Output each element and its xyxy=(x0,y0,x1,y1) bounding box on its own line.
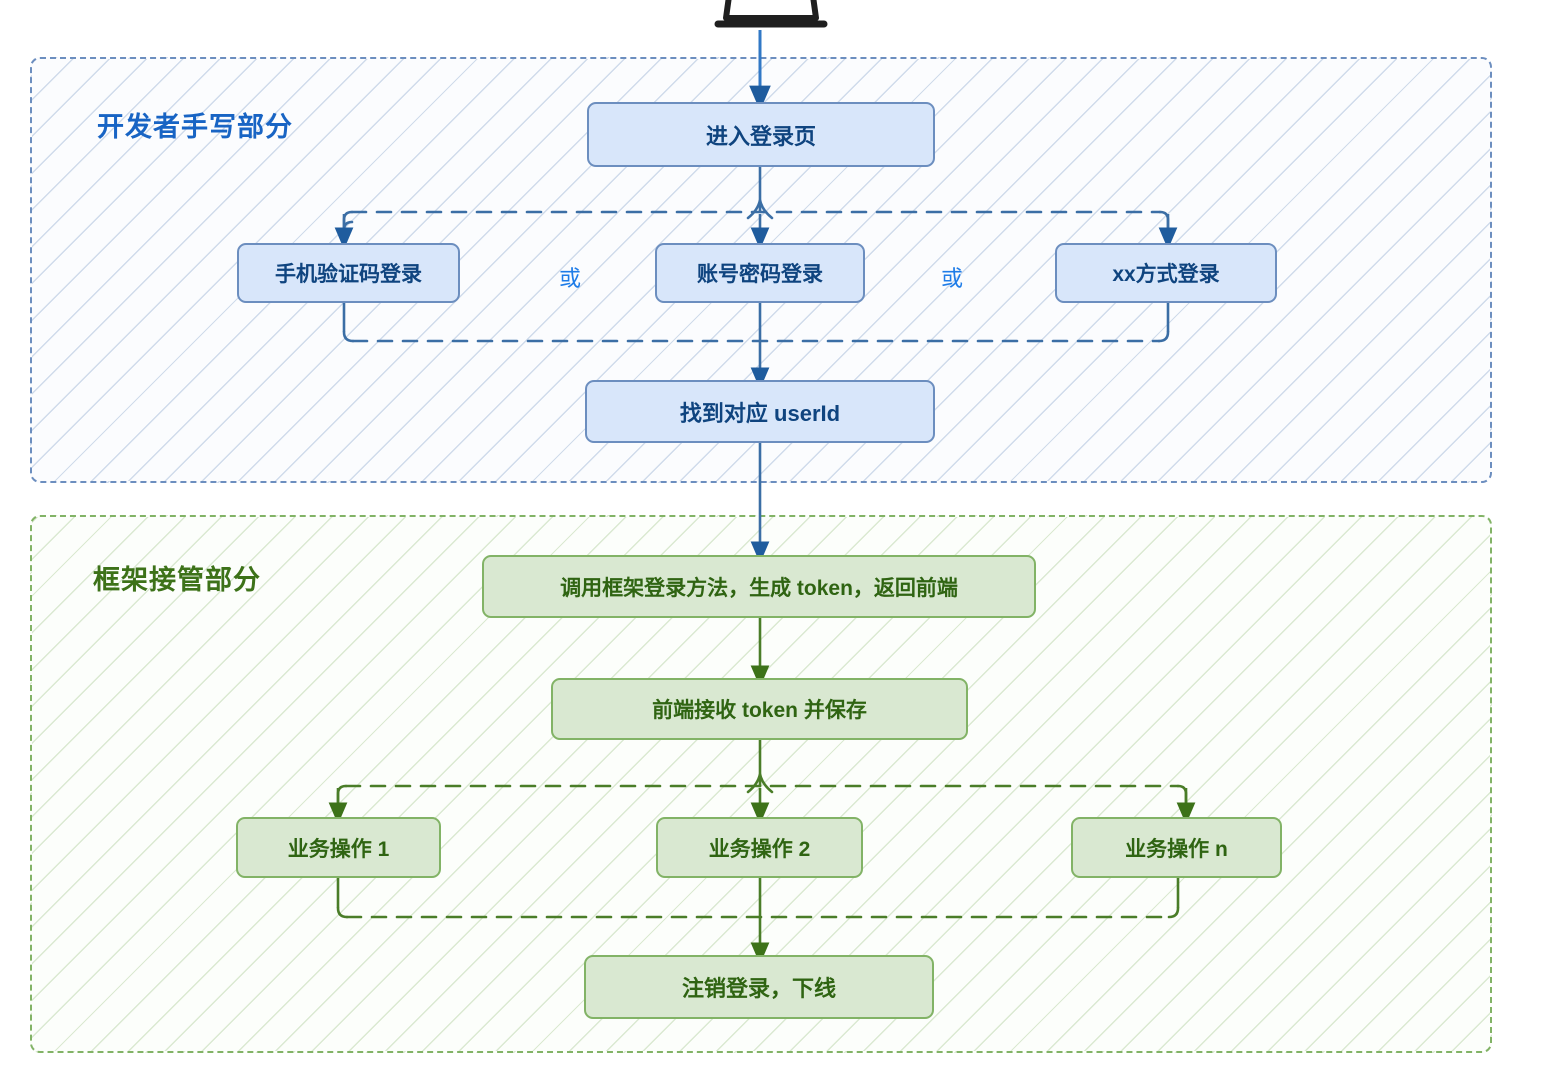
node-business-op-1[interactable]: 业务操作 1 xyxy=(236,817,441,878)
group-title-developer: 开发者手写部分 xyxy=(97,112,293,142)
node-frontend-save-token[interactable]: 前端接收 token 并保存 xyxy=(551,678,968,740)
node-business-op-n[interactable]: 业务操作 n xyxy=(1071,817,1282,878)
node-password-login[interactable]: 账号密码登录 xyxy=(655,243,865,303)
laptop-icon xyxy=(714,0,828,28)
separator-or-right: 或 xyxy=(941,266,964,291)
node-logout[interactable]: 注销登录，下线 xyxy=(584,955,934,1019)
node-find-userid[interactable]: 找到对应 userId xyxy=(585,380,935,443)
node-xx-login[interactable]: xx方式登录 xyxy=(1055,243,1277,303)
node-call-framework-login[interactable]: 调用框架登录方法，生成 token，返回前端 xyxy=(482,555,1036,618)
node-sms-login[interactable]: 手机验证码登录 xyxy=(237,243,460,303)
group-title-framework: 框架接管部分 xyxy=(93,565,261,595)
node-business-op-2[interactable]: 业务操作 2 xyxy=(656,817,863,878)
node-enter-login-page[interactable]: 进入登录页 xyxy=(587,102,935,167)
separator-or-left: 或 xyxy=(559,266,582,291)
